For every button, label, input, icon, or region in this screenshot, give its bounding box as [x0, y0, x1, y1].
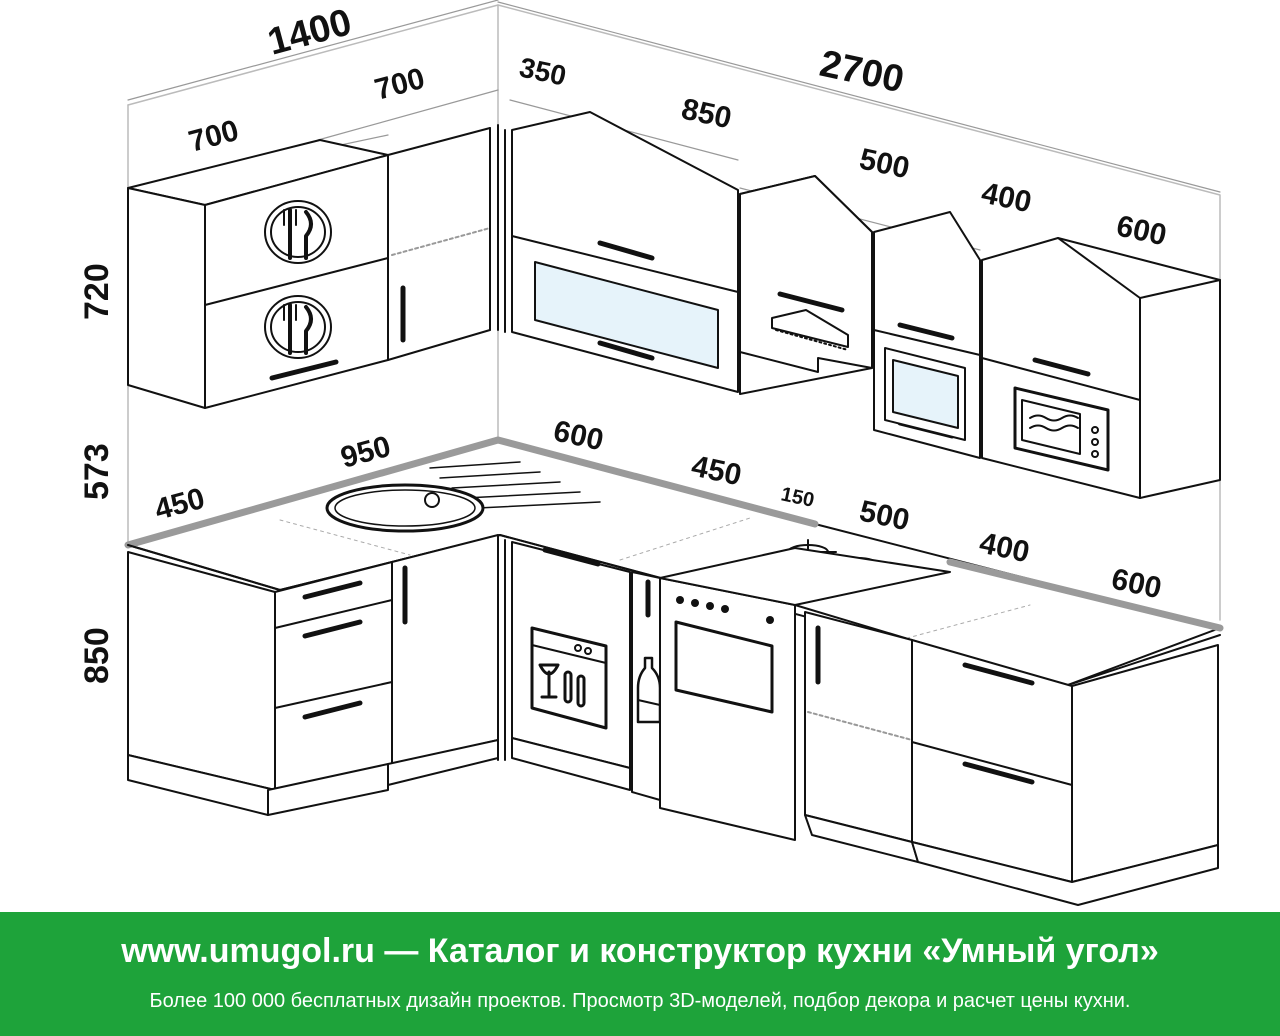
dishwasher-cabinet — [511, 541, 631, 791]
range-hood-icon — [771, 309, 849, 351]
upper-cabinet-400 — [873, 211, 981, 459]
dim-counter-600b: 600 — [1109, 563, 1165, 606]
dim-upper-left-a: 700 — [185, 114, 242, 159]
dim-height-lower: 850 — [78, 627, 116, 684]
dim-counter-500: 500 — [857, 495, 913, 538]
dim-upper-gap: 350 — [517, 52, 569, 92]
upper-cabinet-corner — [387, 124, 506, 361]
dim-upper-500: 500 — [857, 143, 913, 186]
lower-cabinet-500 — [804, 611, 919, 863]
dim-counter-400: 400 — [977, 527, 1033, 570]
drainer-lines — [429, 461, 601, 509]
dim-counter-450: 450 — [151, 482, 208, 527]
dim-counter-450b: 450 — [689, 450, 745, 493]
lower-cabinet-left — [127, 551, 393, 816]
kitchen-diagram: 1400 700 700 350 2700 850 500 400 600 72… — [78, 0, 1224, 906]
upper-cabinet-hood — [739, 175, 873, 395]
dim-counter-150: 150 — [779, 483, 816, 511]
microwave-icon — [1013, 386, 1110, 472]
lower-cabinet-600 — [911, 639, 1219, 906]
dishes-icon-top — [264, 200, 332, 264]
upper-cabinet-850 — [511, 111, 739, 393]
upper-cabinet-600 — [981, 237, 1221, 499]
banner-title[interactable]: www.umugol.ru — Каталог и конструктор ку… — [121, 932, 1159, 970]
dim-upper-400: 400 — [979, 177, 1035, 220]
banner-subtitle: Более 100 000 бесплатных дизайн проектов… — [149, 990, 1131, 1012]
bottle-rack-cabinet — [631, 571, 662, 801]
upper-cabinet-left — [127, 139, 389, 409]
dim-upper-850: 850 — [679, 93, 735, 136]
dim-height-upper: 720 — [78, 263, 116, 320]
dim-counter-600: 600 — [551, 415, 607, 458]
dishwasher-icon — [530, 626, 608, 730]
dim-upper-600: 600 — [1114, 210, 1170, 253]
footer-banner: www.umugol.ru — Каталог и конструктор ку… — [0, 912, 1280, 1036]
dishes-icon-bottom — [264, 295, 332, 359]
dim-upper-left-b: 700 — [371, 62, 428, 107]
dim-upper-left-total: 1400 — [263, 1, 356, 63]
dim-height-gap: 573 — [78, 443, 116, 500]
stove — [659, 547, 951, 841]
sink-icon — [325, 483, 485, 533]
lower-cabinet-corner — [387, 534, 506, 786]
stove-knobs — [676, 596, 774, 624]
dim-counter-950: 950 — [337, 430, 394, 475]
